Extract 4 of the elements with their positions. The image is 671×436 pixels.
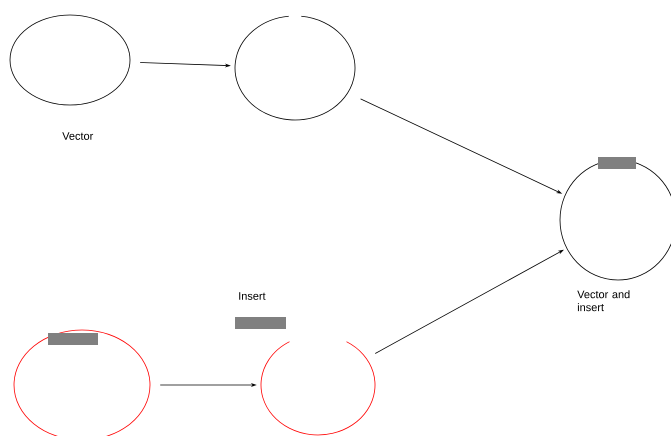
node-label: Vector and insert xyxy=(577,290,630,312)
node-label: Vector xyxy=(62,132,94,140)
plasmid-circle xyxy=(14,330,150,436)
label: Insert xyxy=(239,292,266,300)
